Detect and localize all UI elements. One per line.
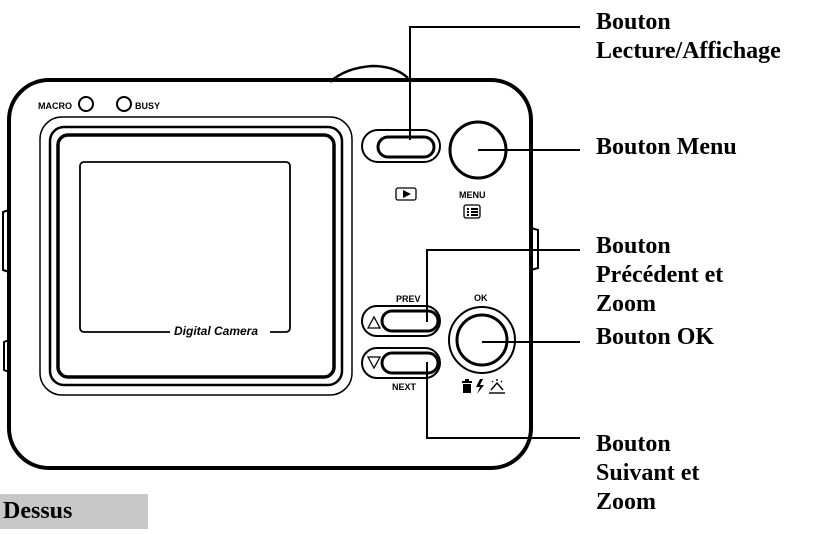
- menu-list-icon: [463, 204, 481, 219]
- down-triangle-icon: [366, 356, 382, 370]
- lcd-bezel-inner: [56, 133, 336, 379]
- ok-label: OK: [474, 293, 488, 303]
- prev-label: PREV: [396, 294, 421, 304]
- macro-label: MACRO: [38, 101, 72, 111]
- leader-line-prev: [426, 249, 580, 322]
- ok-button-ring: [448, 306, 516, 374]
- busy-label: BUSY: [135, 101, 160, 111]
- next-button-recess: [361, 347, 441, 379]
- next-label: NEXT: [392, 382, 417, 392]
- screen-caption: Digital Camera: [174, 324, 258, 338]
- prev-button: [380, 309, 440, 333]
- playback-button: [376, 135, 436, 159]
- busy-led: [116, 96, 132, 112]
- scene-icon: [489, 379, 505, 394]
- section-title: Dessus: [0, 494, 148, 529]
- leader-line-playback: [409, 26, 580, 140]
- callout-menu-button: Bouton Menu: [596, 134, 737, 160]
- ok-button: [455, 313, 509, 367]
- camera-body: [7, 78, 533, 470]
- lcd-screen: [79, 161, 291, 333]
- screen-panel: [39, 116, 353, 396]
- callout-next-zoom-button: Bouton Suivant et Zoom: [596, 431, 700, 515]
- playback-button-recess: [361, 129, 441, 163]
- camera-top-bump: [329, 64, 409, 83]
- trash-icon: [462, 379, 472, 393]
- macro-led: [78, 96, 94, 112]
- up-triangle-icon: [366, 315, 382, 329]
- callout-ok-button: Bouton OK: [596, 324, 715, 350]
- leader-line-next: [426, 362, 580, 439]
- lcd-bezel-outer: [48, 125, 344, 387]
- prev-button-recess: [361, 305, 441, 337]
- callout-prev-zoom-button: Bouton Précédent et Zoom: [596, 233, 724, 317]
- flash-icon: [476, 379, 484, 394]
- callout-playback-button: Bouton Lecture/Affichage: [596, 9, 781, 64]
- play-icon: [395, 187, 417, 201]
- menu-label: MENU: [459, 190, 486, 200]
- next-button: [380, 351, 440, 375]
- camera-left-side-bump: [1, 209, 10, 273]
- camera-left-lower-bump: [3, 339, 10, 373]
